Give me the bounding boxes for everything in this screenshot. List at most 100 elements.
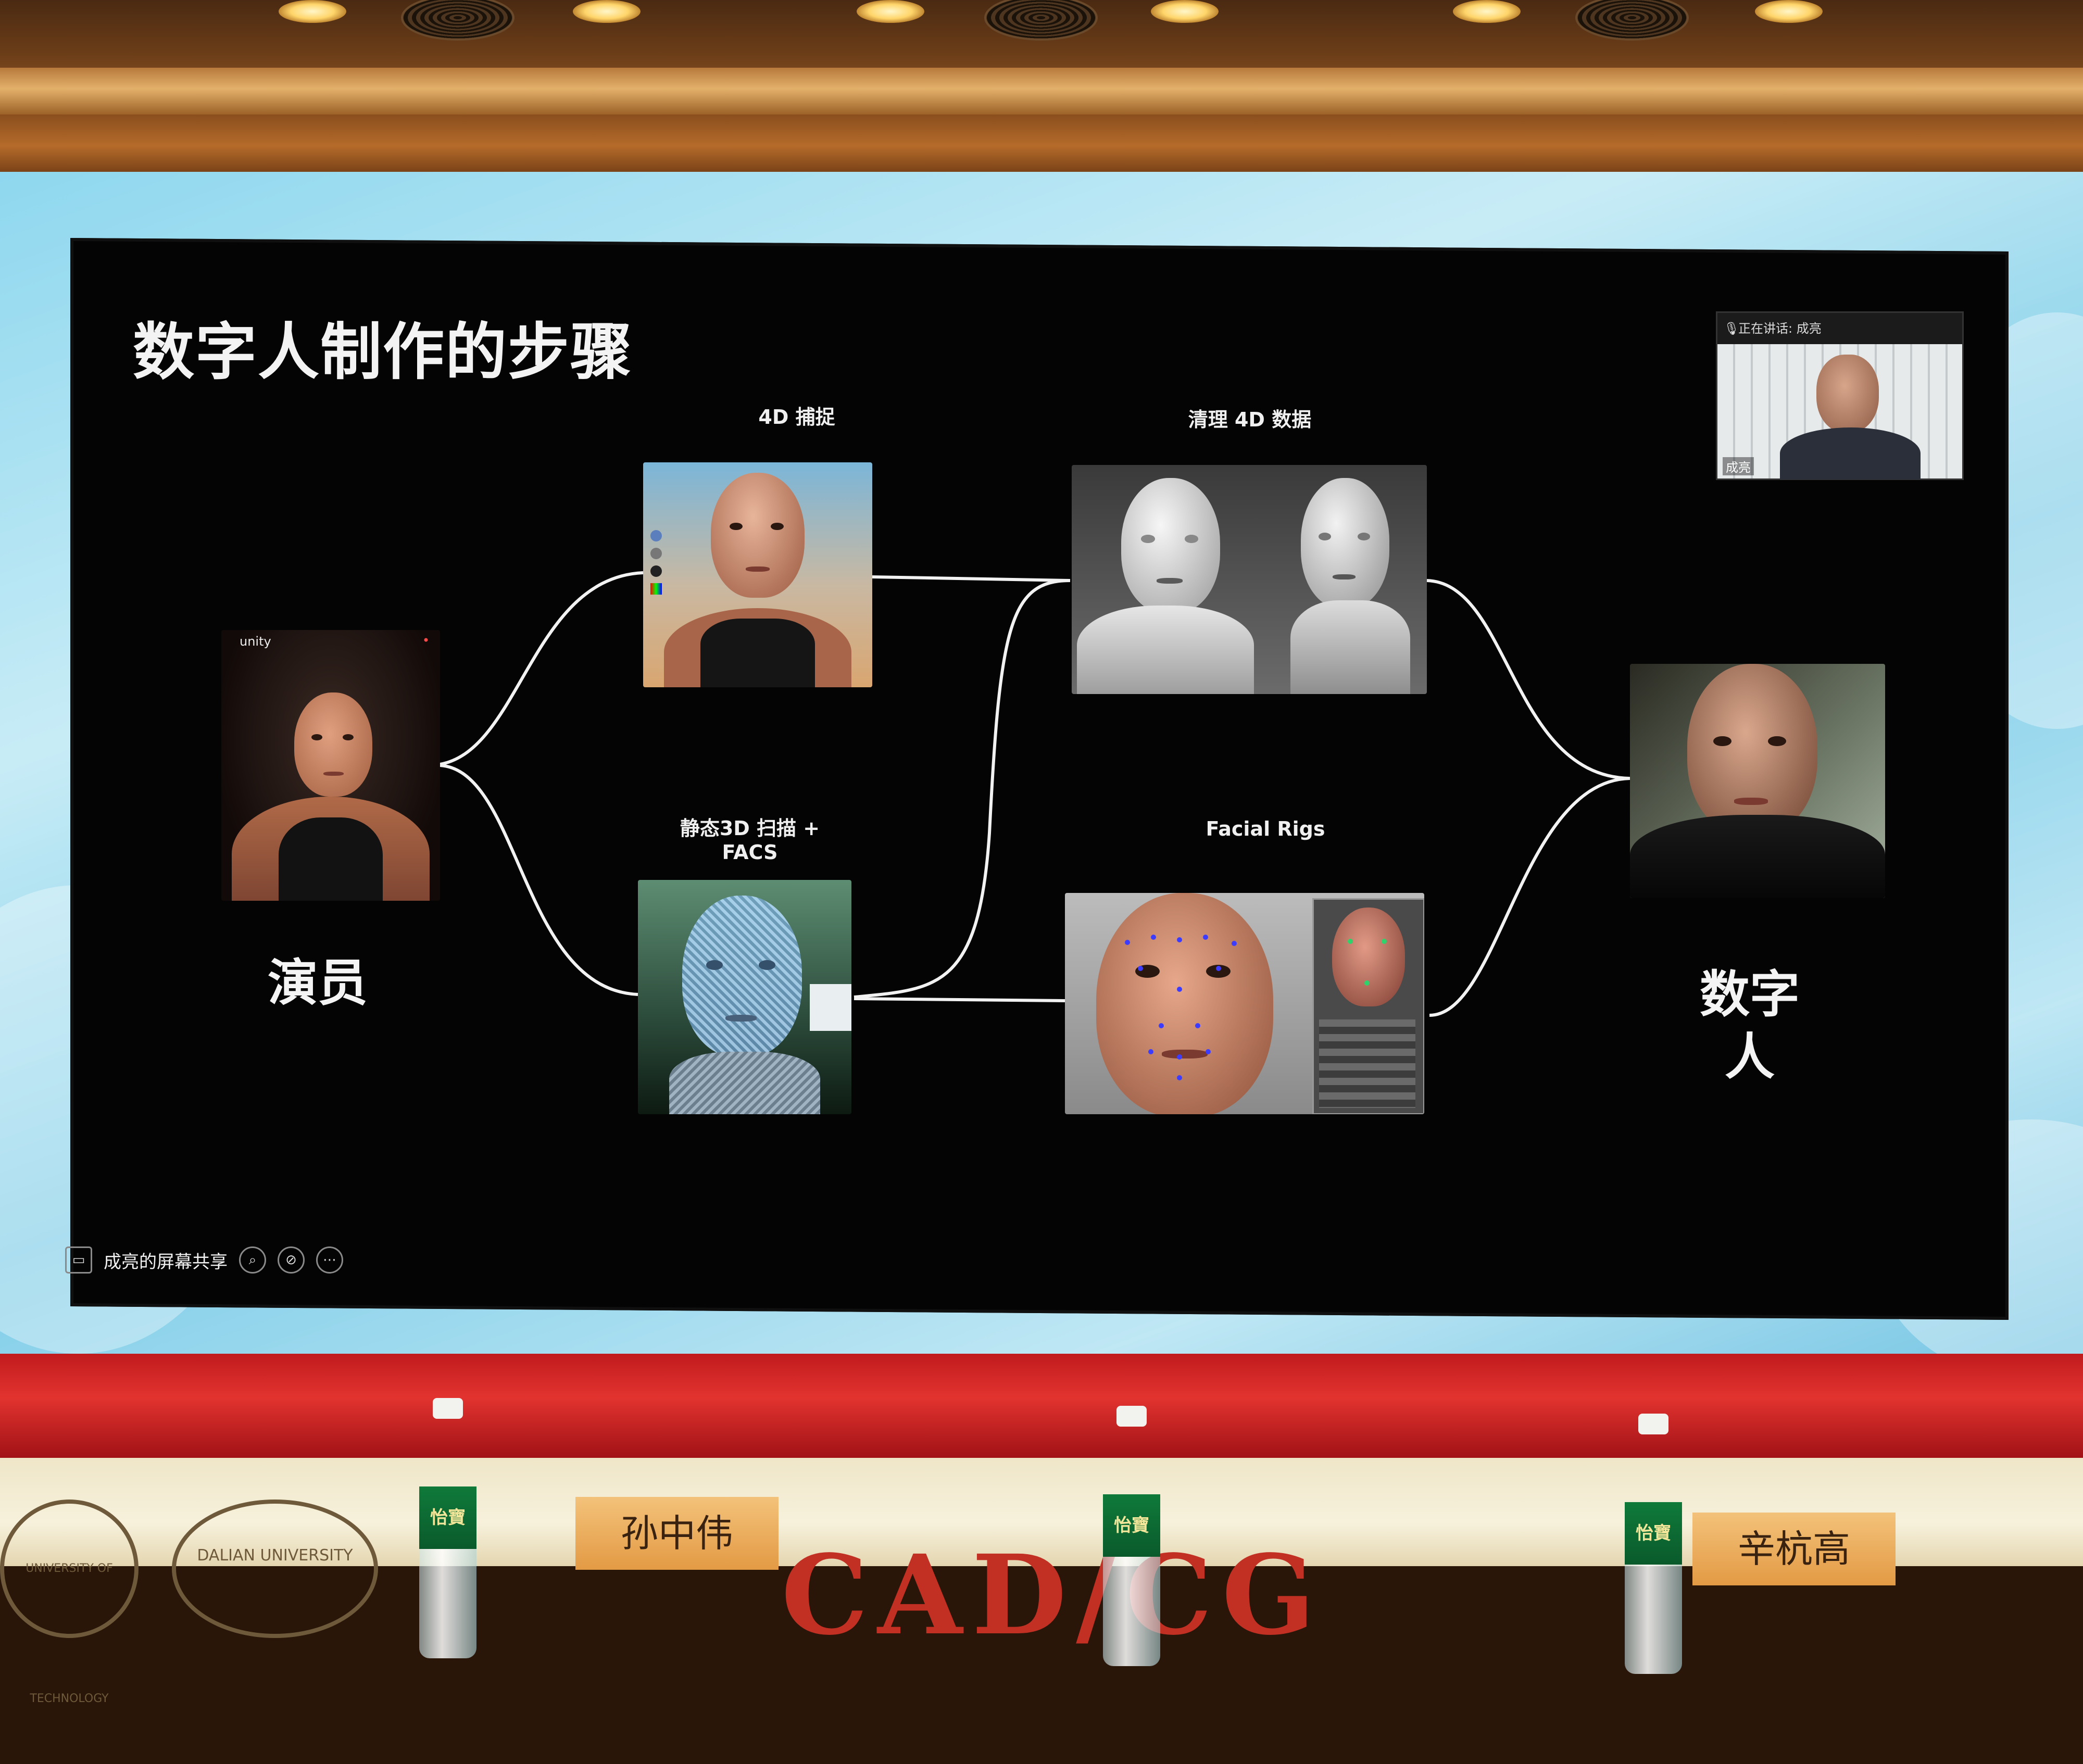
clean-4d-photo <box>1072 465 1427 694</box>
eye <box>343 734 354 740</box>
nameplate-speaker: 孙中伟 <box>575 1497 779 1570</box>
rig-control-panel <box>1312 898 1424 1114</box>
ceiling-light <box>1453 0 1521 23</box>
scan-panel <box>810 984 851 1031</box>
ceiling-cornice <box>0 68 2083 115</box>
connector-clean-to-digital <box>1426 579 1630 780</box>
landmark-dot <box>1206 1049 1211 1054</box>
bottle-cap <box>1638 1414 1668 1434</box>
actor-tank-top <box>279 817 383 901</box>
university-logo: DALIAN UNIVERSITY <box>172 1500 378 1638</box>
step-caption-4d-capture: 4D 捕捉 <box>758 406 835 429</box>
bottle-label: 怡寶 <box>419 1486 476 1549</box>
landmark-dot <box>1203 935 1208 940</box>
clean-head-2 <box>1301 478 1389 608</box>
landmark-dot <box>1177 1054 1182 1060</box>
label-actor: 演员 <box>268 954 368 1012</box>
ceiling-vent <box>984 0 1098 41</box>
water-bottle: 怡寶 <box>419 1398 476 1658</box>
tool-sphere-icon <box>650 565 662 577</box>
landmark-dot <box>1151 935 1156 940</box>
landmark-dot <box>1177 1075 1182 1080</box>
eye <box>1357 533 1370 540</box>
landmark-dot <box>1177 987 1182 992</box>
landmark-dot <box>1125 940 1130 945</box>
bottle-label: 怡寶 <box>1103 1494 1160 1557</box>
ceiling-vent <box>401 0 515 41</box>
connector-4d-to-clean <box>872 575 1071 582</box>
connector-scan-to-clean <box>854 579 1071 999</box>
eye <box>759 960 776 970</box>
connector-scan-to-rigs <box>854 997 1065 1002</box>
landmark-dot <box>1138 966 1143 971</box>
unity-logo: unity <box>240 634 271 649</box>
bottle-cap <box>1116 1406 1147 1427</box>
eye <box>1319 533 1331 540</box>
connector-actor-to-scan <box>440 764 638 996</box>
video-feed: 成亮 <box>1717 344 1962 480</box>
scan-mesh-neck <box>669 1052 820 1114</box>
screen-icon[interactable]: ▭ <box>65 1246 92 1274</box>
tool-sphere-icon <box>650 548 662 559</box>
bottle-body: 怡寶 <box>1625 1502 1682 1674</box>
eye <box>1768 736 1786 747</box>
mouth <box>1734 798 1768 805</box>
video-call-thumbnail[interactable]: 🎙 正在讲话: 成亮 成亮 <box>1716 311 1964 480</box>
recording-badge: • <box>422 633 430 648</box>
ceiling-vent <box>1575 0 1689 41</box>
ceiling-light <box>1755 0 1823 23</box>
rig-preview-face <box>1332 908 1405 1006</box>
rig-face <box>1096 893 1273 1114</box>
search-icon[interactable]: ⌕ <box>239 1246 266 1274</box>
landmark-dot <box>1382 939 1387 944</box>
step-caption-static-scan-line2: FACS <box>722 841 778 864</box>
bottle-body: 怡寶 <box>419 1486 476 1658</box>
mouth <box>745 566 770 572</box>
university-logo: UNIVERSITY OF TECHNOLOGY <box>0 1500 139 1705</box>
label-digital-human-line2: 人 <box>1725 1028 1775 1086</box>
capture-4d-photo <box>643 462 872 687</box>
speaking-indicator: 正在讲话: 成亮 <box>1738 321 1822 336</box>
clean-head-1 <box>1121 478 1220 613</box>
mouth <box>1161 1050 1208 1059</box>
landmark-dot <box>1348 939 1353 944</box>
landmark-dot <box>1216 966 1221 971</box>
digital-human-face <box>1687 664 1817 836</box>
participant-body <box>1780 427 1921 480</box>
water-bottle: 怡寶 <box>1103 1406 1160 1666</box>
video-call-header: 🎙 正在讲话: 成亮 <box>1717 313 1962 344</box>
capture-face <box>711 473 805 598</box>
camera-off-icon[interactable]: ⊘ <box>278 1246 305 1274</box>
participant-name: 成亮 <box>1723 457 1754 475</box>
label-digital-human: 数字 人 <box>1672 963 1828 1088</box>
ceiling-light <box>1151 0 1219 23</box>
static-scan-photo <box>638 880 851 1114</box>
ceiling-light <box>857 0 924 23</box>
rig-slider-list <box>1319 1019 1415 1108</box>
digital-human-coat <box>1630 815 1885 898</box>
actor-photo: unity • <box>221 630 440 901</box>
connector-actor-to-4d <box>440 571 644 766</box>
label-digital-human-line1: 数字 <box>1700 965 1800 1024</box>
step-caption-clean-4d: 清理 4D 数据 <box>1188 408 1312 431</box>
landmark-dot <box>1148 1049 1153 1054</box>
eye <box>311 734 322 740</box>
eye <box>730 523 743 531</box>
mouth <box>323 772 344 776</box>
facial-rigs-photo <box>1065 893 1424 1114</box>
eye <box>706 960 723 970</box>
ceiling-beam <box>0 115 2083 177</box>
eye <box>1713 736 1731 747</box>
step-caption-static-scan-line1: 静态3D 扫描 + <box>680 817 820 840</box>
meeting-toolbar: ▭ 成亮的屏幕共享 ⌕ ⊘ ⋯ <box>65 1244 343 1276</box>
tool-sphere-icon <box>650 530 662 541</box>
clean-bust-2 <box>1290 600 1410 694</box>
step-caption-static-scan: 静态3D 扫描 + FACS <box>646 812 854 864</box>
more-icon[interactable]: ⋯ <box>316 1246 343 1274</box>
clean-bust-1 <box>1077 606 1254 694</box>
microphone-icon: 🎙 <box>1724 321 1740 336</box>
landmark-dot <box>1232 941 1237 946</box>
nameplate-speaker: 辛杭高 <box>1692 1513 1896 1585</box>
digital-human-photo <box>1630 664 1885 898</box>
conference-banner: CAD/CG <box>781 1531 1325 1659</box>
